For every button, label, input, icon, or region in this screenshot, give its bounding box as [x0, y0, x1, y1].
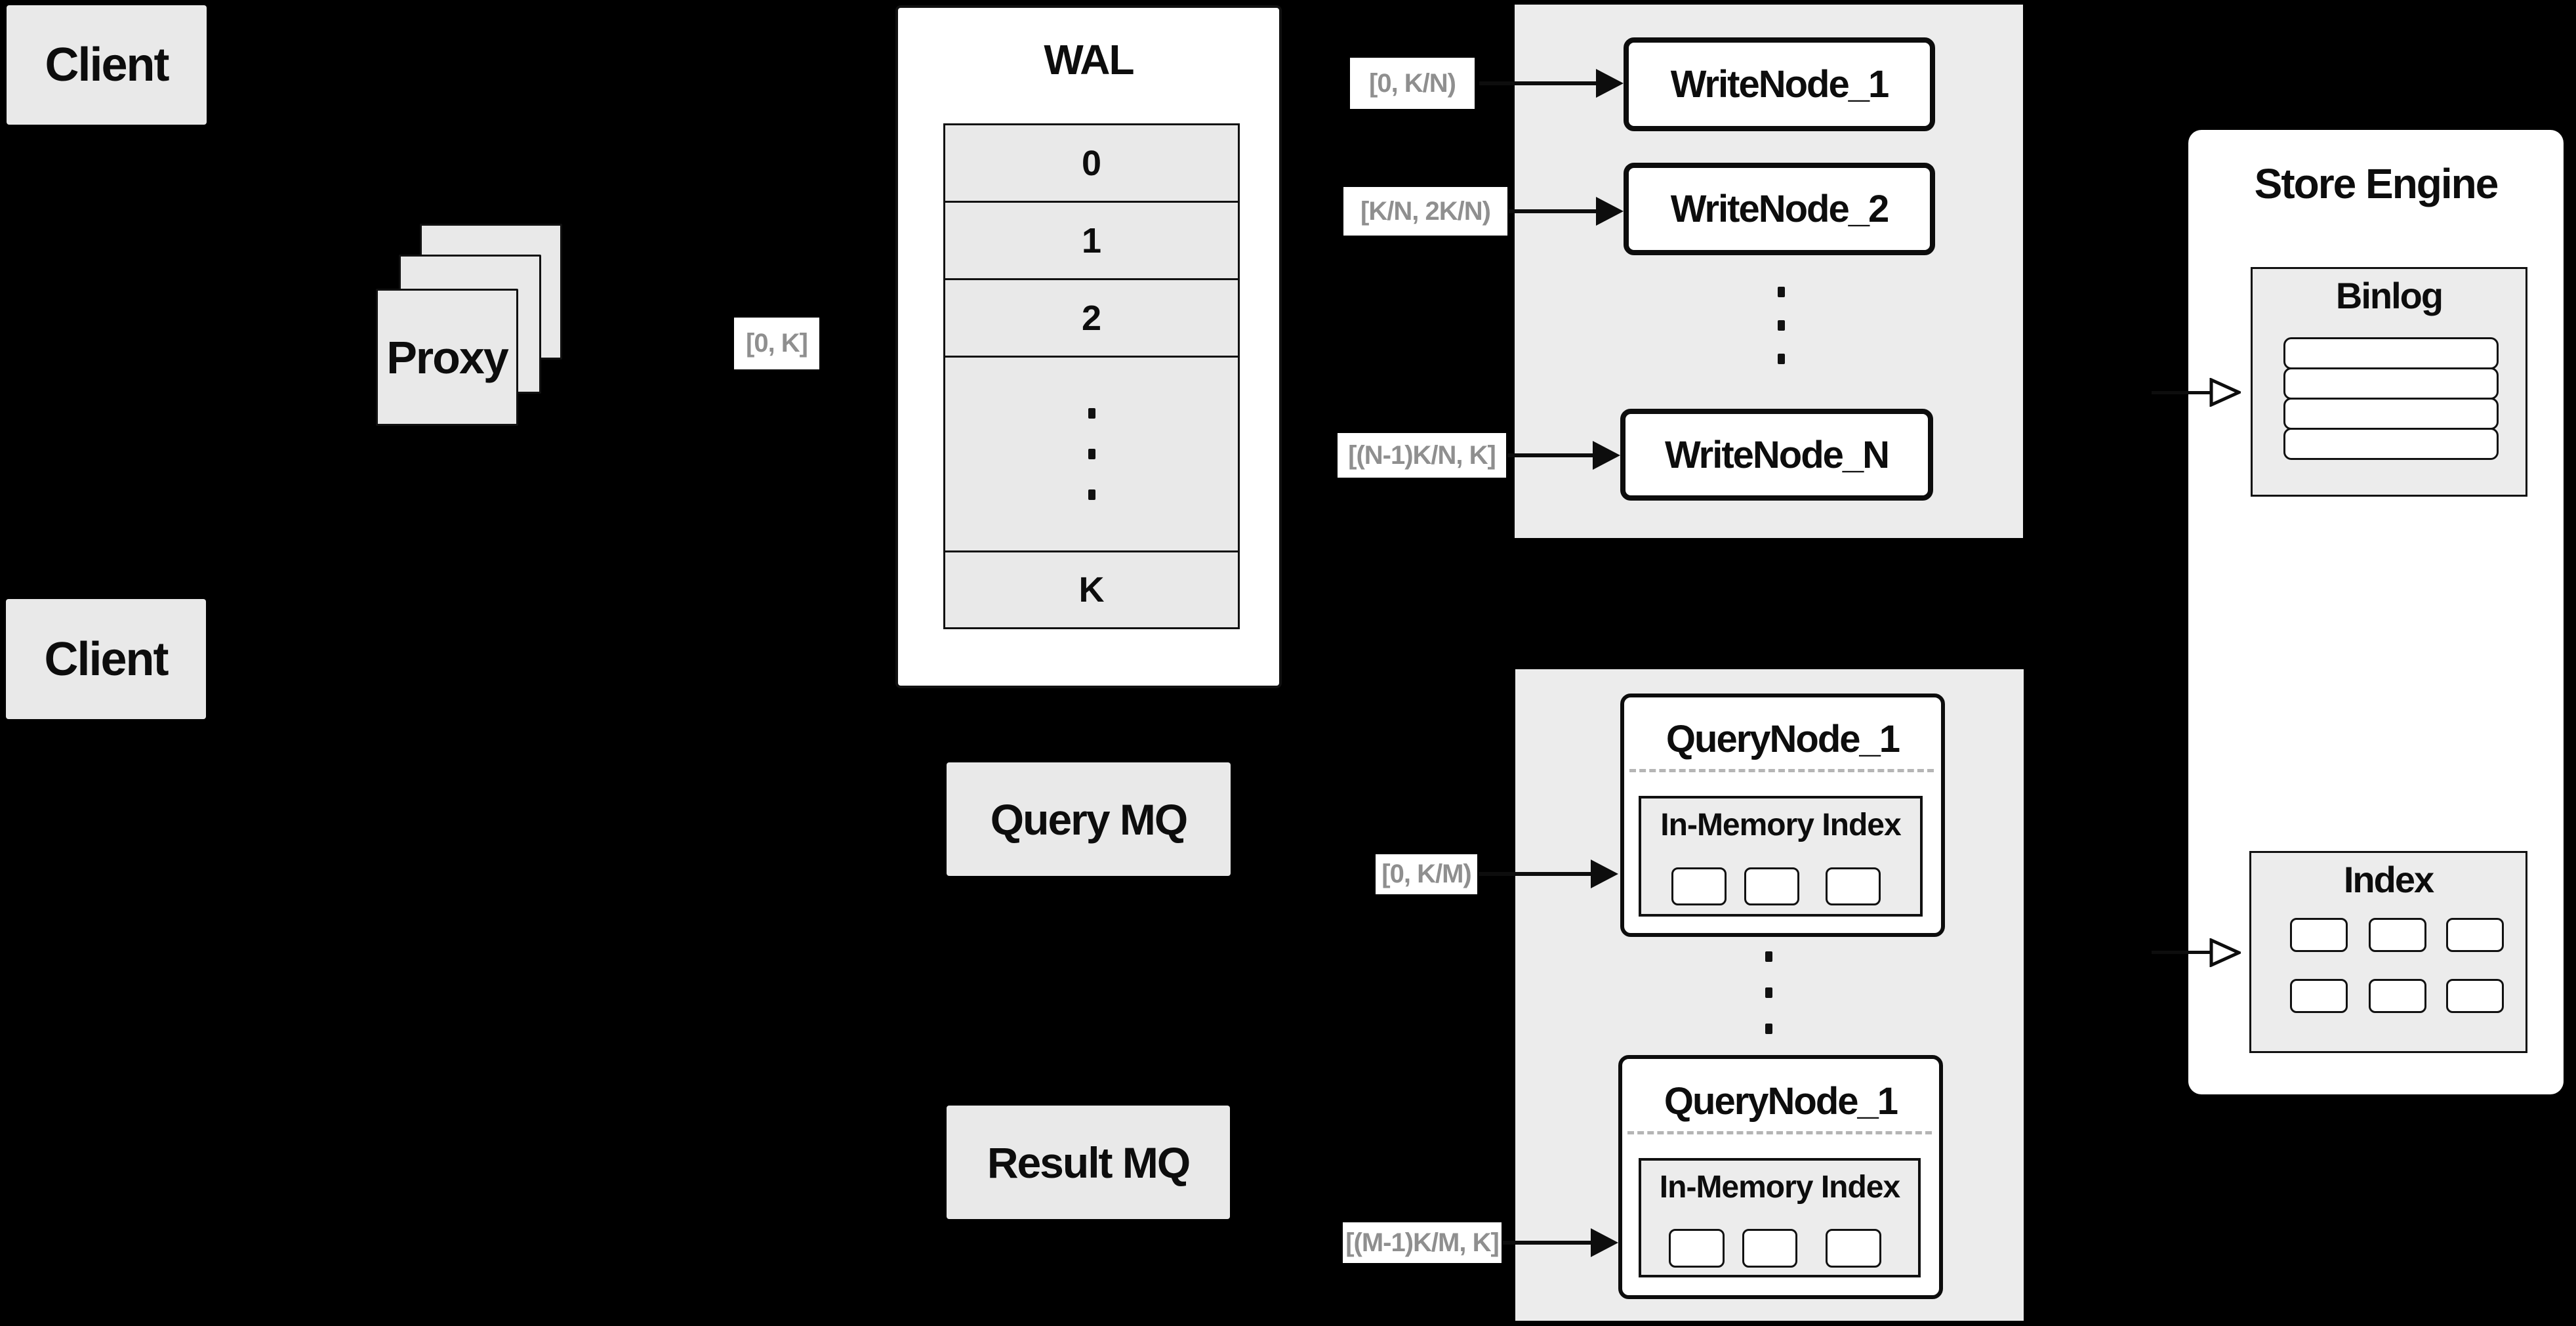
- wal-ellipsis-row: [945, 358, 1238, 552]
- wal-title: WAL: [895, 36, 1282, 83]
- write-node-1-label: WriteNode_1: [1670, 63, 1889, 106]
- query-range-text-2: [(M-1)K/M, K]: [1345, 1228, 1500, 1257]
- arrow-head-icon: [1593, 441, 1620, 470]
- arrow-head-icon: [1596, 69, 1624, 98]
- index-file-cell: [2369, 918, 2426, 952]
- write-node-2-label: WriteNode_2: [1670, 188, 1889, 230]
- arrow-head-icon: [1591, 860, 1618, 888]
- wal-segment-0: 0: [1081, 143, 1102, 183]
- dashed-divider: [1627, 1131, 1932, 1134]
- store-engine-title-text: Store Engine: [2254, 160, 2499, 207]
- in-memory-index-text-1: In-Memory Index: [1660, 807, 1901, 842]
- index-segment-cell: [1671, 867, 1727, 905]
- client-top-box: Client: [7, 5, 207, 125]
- binlog-row: [2283, 398, 2499, 430]
- query-range-label-1: [0, K/M): [1376, 854, 1477, 894]
- proxy-range-label: [0, K]: [734, 318, 819, 369]
- query-mq-box: Query MQ: [947, 762, 1231, 876]
- arrow-line: [2152, 951, 2212, 954]
- wal-title-text: WAL: [1044, 36, 1134, 83]
- in-memory-index-title-2: In-Memory Index: [1639, 1167, 1921, 1207]
- client-bottom-label: Client: [44, 632, 169, 686]
- store-index-title: Index: [2249, 857, 2527, 901]
- dashed-divider: [1629, 769, 1934, 772]
- proxy-label: Proxy: [386, 331, 509, 383]
- arrow-line: [1503, 1241, 1592, 1245]
- wal-segment-1: 1: [1081, 220, 1102, 260]
- write-node-2-box: WriteNode_2: [1624, 163, 1935, 255]
- index-file-cell: [2290, 918, 2348, 952]
- binlog-row: [2283, 337, 2499, 369]
- index-file-cell: [2369, 979, 2426, 1013]
- wal-segment-row: 1: [945, 203, 1238, 280]
- proxy-range-text: [0, K]: [746, 329, 808, 358]
- binlog-title-text: Binlog: [2335, 274, 2443, 316]
- arrow-line: [1479, 81, 1597, 85]
- index-segment-cell: [1669, 1229, 1725, 1268]
- vertical-ellipsis-icon: [1765, 951, 1772, 1034]
- wal-segment-table: 0 1 2 K: [943, 123, 1240, 629]
- query-range-label-2: [(M-1)K/M, K]: [1343, 1222, 1502, 1263]
- write-range-text-n: [(N-1)K/N, K]: [1348, 440, 1496, 470]
- write-range-label-1: [0, K/N): [1350, 58, 1475, 109]
- query-node-2-title: QueryNode_1: [1618, 1076, 1943, 1126]
- store-index-title-text: Index: [2343, 858, 2434, 900]
- wal-segment-2: 2: [1081, 298, 1102, 338]
- open-arrow-head-icon: [2209, 938, 2241, 967]
- open-arrow-head-icon: [2209, 378, 2241, 407]
- index-file-cell: [2446, 918, 2504, 952]
- index-file-cell: [2290, 979, 2348, 1013]
- vertical-ellipsis-icon: [1088, 408, 1095, 500]
- index-segment-cell: [1826, 1229, 1881, 1268]
- binlog-row: [2283, 428, 2499, 460]
- wal-segment-row: 0: [945, 125, 1238, 203]
- write-range-label-2: [K/N, 2K/N): [1343, 187, 1507, 236]
- in-memory-index-title-1: In-Memory Index: [1639, 804, 1923, 845]
- wal-segment-row: 2: [945, 280, 1238, 358]
- arrow-line: [1479, 872, 1592, 876]
- query-mq-label: Query MQ: [990, 795, 1188, 844]
- store-index-box: [2249, 851, 2527, 1053]
- wal-segment-row: K: [945, 552, 1238, 627]
- write-range-label-n: [(N-1)K/N, K]: [1338, 433, 1506, 478]
- arrow-head-icon: [1596, 197, 1624, 226]
- vertical-ellipsis-icon: [1778, 287, 1785, 364]
- index-file-cell: [2446, 979, 2504, 1013]
- query-node-1-label: QueryNode_1: [1666, 717, 1900, 760]
- store-engine-title: Store Engine: [2188, 157, 2564, 210]
- arrow-line: [2152, 391, 2212, 394]
- arrow-line: [1509, 209, 1597, 213]
- index-segment-cell: [1742, 1229, 1797, 1268]
- result-mq-box: Result MQ: [947, 1106, 1230, 1219]
- binlog-title: Binlog: [2251, 273, 2527, 318]
- write-range-text-1: [0, K/N): [1369, 68, 1456, 98]
- query-range-text-1: [0, K/M): [1381, 860, 1471, 888]
- query-node-1-title: QueryNode_1: [1620, 714, 1945, 764]
- arrow-line: [1507, 453, 1594, 457]
- write-node-n-label: WriteNode_N: [1664, 433, 1890, 476]
- query-node-2-label: QueryNode_1: [1664, 1079, 1898, 1123]
- proxy-box: Proxy: [376, 289, 518, 426]
- write-node-n-box: WriteNode_N: [1620, 409, 1933, 501]
- write-range-text-2: [K/N, 2K/N): [1360, 196, 1491, 226]
- result-mq-label: Result MQ: [987, 1138, 1191, 1187]
- client-top-label: Client: [45, 39, 169, 91]
- binlog-row: [2283, 367, 2499, 400]
- in-memory-index-text-2: In-Memory Index: [1659, 1169, 1900, 1205]
- arrow-head-icon: [1591, 1228, 1618, 1257]
- index-segment-cell: [1744, 867, 1799, 905]
- client-bottom-box: Client: [6, 599, 206, 719]
- index-segment-cell: [1826, 867, 1881, 905]
- write-node-1-box: WriteNode_1: [1624, 37, 1935, 131]
- wal-segment-k: K: [1078, 570, 1105, 610]
